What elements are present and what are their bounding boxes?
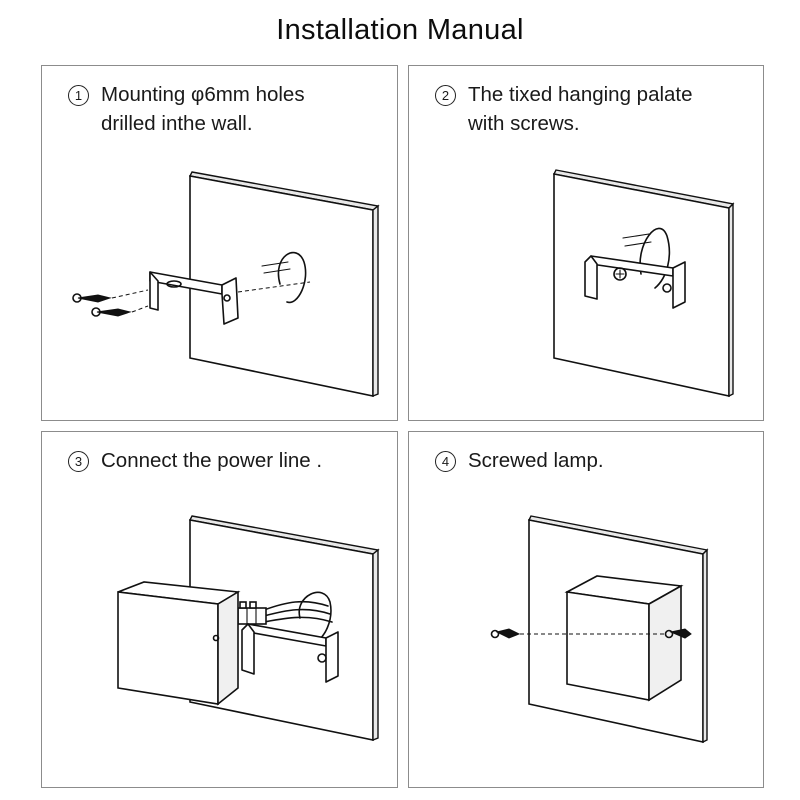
power-cable <box>263 600 333 623</box>
step-3-panel: 3 Connect the power line . <box>41 431 398 788</box>
bracket-icon <box>241 623 339 683</box>
step-text-line: Screwed lamp. <box>468 449 604 472</box>
wall-panel <box>552 169 735 398</box>
step-text-line: with screws. <box>468 112 580 135</box>
bracket-icon <box>149 271 239 325</box>
step-number-badge: 3 <box>68 451 89 472</box>
screw-icon <box>490 628 692 639</box>
step-4-caption: 4 Screwed lamp. <box>435 446 768 475</box>
step-4-panel: 4 Screwed lamp. <box>408 431 764 788</box>
lamp-housing <box>564 575 684 702</box>
fixed-plate-illustration <box>552 169 735 398</box>
power-line-illustration <box>117 515 380 742</box>
step-number-badge: 1 <box>68 85 89 106</box>
wall-cutout <box>261 251 307 304</box>
step-3-caption: 3 Connect the power line . <box>68 446 401 475</box>
drilled-wall-illustration <box>72 171 380 398</box>
step-text: Mounting φ6mm holes drilled inthe wall. <box>101 80 401 138</box>
step-1-caption: 1 Mounting φ6mm holes drilled inthe wall… <box>68 80 401 138</box>
step-text-line: The tixed hanging palate <box>468 83 693 106</box>
screwed-lamp-illustration <box>490 515 709 744</box>
bracket-icon <box>584 255 686 309</box>
step-2-panel: 2 The tixed hanging palate with screws. <box>408 65 764 421</box>
step-text-line: Connect the power line . <box>101 449 323 472</box>
step-number-badge: 4 <box>435 451 456 472</box>
lamp-housing <box>117 581 241 706</box>
step-1-panel: 1 Mounting φ6mm holes drilled inthe wall… <box>41 65 398 421</box>
alignment-guides <box>111 281 311 313</box>
step-text: Connect the power line . <box>101 446 401 475</box>
step-2-caption: 2 The tixed hanging palate with screws. <box>435 80 768 138</box>
step-text: The tixed hanging palate with screws. <box>468 80 768 138</box>
step-text: Screwed lamp. <box>468 446 768 475</box>
step-text-line: Mounting φ6mm holes <box>101 83 305 106</box>
step-text-line: drilled inthe wall. <box>101 112 253 135</box>
page-title: Installation Manual <box>276 14 524 46</box>
step-number-badge: 2 <box>435 85 456 106</box>
screw-icon <box>72 293 132 317</box>
